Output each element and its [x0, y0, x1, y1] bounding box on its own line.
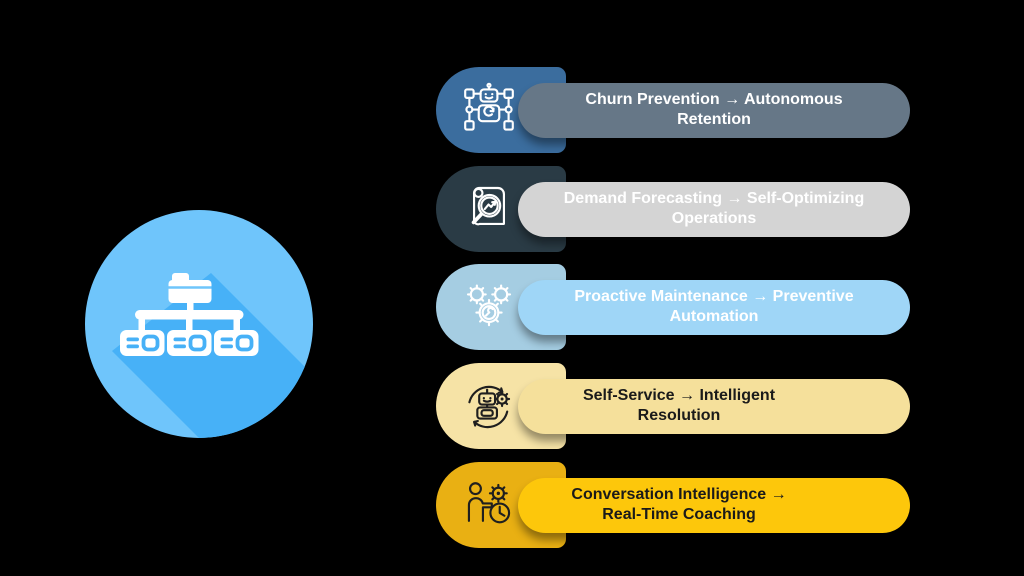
row-label: Proactive Maintenance → Preventive Autom… — [518, 287, 910, 328]
hub-circle — [84, 209, 314, 439]
row-label-line1: Churn Prevention → Autonomous — [585, 90, 843, 108]
row-pill: Self-Service → Intelligent Resolution — [518, 378, 910, 434]
forecast-magnifier-icon — [471, 186, 506, 226]
row-label-line1: Proactive Maintenance → Preventive — [574, 287, 854, 305]
row-label: Demand Forecasting → Self-Optimizing Ope… — [518, 189, 910, 230]
row-label-line2: Real-Time Coaching — [602, 506, 756, 523]
folder-hierarchy-icon — [85, 210, 313, 438]
row-label-line1: Demand Forecasting → Self-Optimizing — [563, 189, 865, 207]
row-label-line2: Retention — [677, 111, 751, 128]
row-conversation-intelligence: Conversation Intelligence → Real-Time Co… — [436, 462, 910, 548]
row-label-line1: Self-Service → Intelligent — [582, 386, 776, 404]
row-label: Churn Prevention → Autonomous Retention — [518, 90, 910, 131]
row-self-service: Self-Service → Intelligent Resolution — [436, 363, 910, 449]
row-pill: Conversation Intelligence → Real-Time Co… — [518, 477, 910, 533]
row-pill: Proactive Maintenance → Preventive Autom… — [518, 279, 910, 335]
row-proactive-maintenance: Proactive Maintenance → Preventive Autom… — [436, 264, 910, 350]
robot-cycle-icon — [468, 385, 511, 429]
row-label-line1: Conversation Intelligence → — [571, 485, 787, 503]
row-label: Conversation Intelligence → Real-Time Co… — [518, 485, 910, 526]
row-label-line2: Automation — [669, 308, 759, 325]
row-label: Self-Service → Intelligent Resolution — [518, 386, 910, 427]
row-label-line2: Resolution — [637, 407, 721, 424]
row-label-line2: Operations — [671, 210, 757, 227]
row-churn-prevention: Churn Prevention → Autonomous Retention — [436, 67, 910, 153]
row-pill: Demand Forecasting → Self-Optimizing Ope… — [518, 181, 910, 237]
row-demand-forecasting: Demand Forecasting → Self-Optimizing Ope… — [436, 166, 910, 252]
person-gear-clock-icon — [467, 482, 511, 524]
gears-wrench-icon — [466, 284, 512, 327]
robot-network-icon — [464, 82, 514, 131]
row-pill: Churn Prevention → Autonomous Retention — [518, 82, 910, 138]
